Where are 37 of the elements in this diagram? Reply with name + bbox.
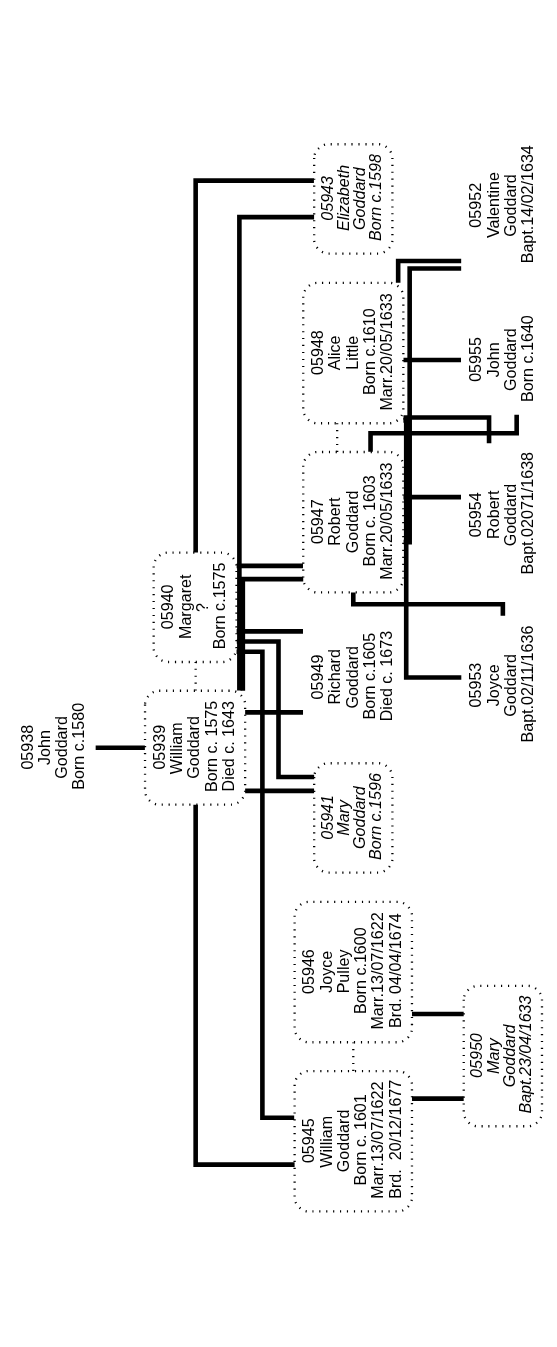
node-box: 05939 William Goddard Born c. 1575 Died c. 1643 <box>143 689 247 806</box>
node-box: 05941 Mary Goddard Born c.1596 <box>313 762 394 874</box>
node-box: 05947 Robert Goddard Born c. 1603 Marr.20/05/1633 <box>302 450 405 594</box>
connector <box>395 258 462 283</box>
connector <box>237 214 315 691</box>
connector <box>368 414 519 452</box>
connector <box>245 788 315 794</box>
connector <box>412 1011 464 1017</box>
node-box: 05948 Alice Little Born c.1610 Marr.20/05/1633 <box>302 281 405 425</box>
connector <box>412 1096 464 1101</box>
node-box: 05943 Elizabeth Goddard Born c.1598 <box>313 143 394 255</box>
connector <box>403 357 461 363</box>
connector <box>236 629 303 634</box>
connector <box>403 418 462 680</box>
connector <box>194 662 197 691</box>
node-text: 05954 Robert Goddard Bapt.02071/1638 <box>466 451 537 575</box>
node-text: 05955 John Goddard Born c.1640 <box>466 315 537 402</box>
node-box: 05950 Mary Goddard Bapt.23/04/1633 <box>462 984 544 1128</box>
connector <box>336 423 339 452</box>
connector <box>95 745 145 750</box>
connector <box>403 266 462 545</box>
node-box: 05940 Margaret ? Born c.1575 <box>152 551 238 664</box>
connector <box>193 804 295 1167</box>
node-text: 05949 Richard Goddard Born c.1605 Died c. 1673 <box>308 630 396 722</box>
connector <box>193 178 314 553</box>
connector <box>245 710 303 715</box>
node-text: 05953 Joyce Goddard Bapt.02/11/1636 <box>466 625 537 743</box>
connector <box>352 1042 355 1071</box>
node-text: 05952 Valentine Goddard Bapt.14/02/1634 <box>466 145 537 264</box>
node-box: 05945 William Goddard Born c. 1601 Marr.13/07/1622 Brd. 20/12/1677 <box>293 1069 414 1213</box>
node-text: 05938 John Goddard Born c.1580 <box>17 702 88 790</box>
node-box: 05946 Joyce Pulley Born c.1600 Marr.13/07/1622 Brd. 04/04/1674 <box>293 900 414 1044</box>
connector <box>403 415 492 444</box>
connector <box>236 639 315 780</box>
connector <box>236 563 303 569</box>
connector <box>240 576 304 691</box>
connector <box>236 649 295 1121</box>
